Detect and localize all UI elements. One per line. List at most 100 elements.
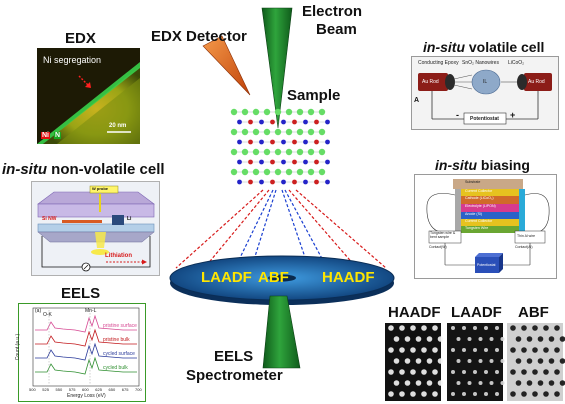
bias-right-end: Contact(Al): [515, 245, 533, 249]
lattice-atom: [307, 108, 315, 116]
edx-map-image: [37, 48, 140, 144]
stem-atom-column: [521, 391, 527, 397]
stem-atom-column: [388, 325, 394, 331]
eels-ylabel: Count (a.u.): [15, 333, 22, 361]
lattice-atom: [296, 128, 304, 136]
lattice-atom: [263, 148, 271, 156]
stem-atom-column: [537, 380, 544, 386]
stem-atom-column: [437, 358, 444, 364]
detector-disk-hole: [268, 274, 296, 282]
lattice-atom: [318, 148, 326, 156]
haadf-disk-label: HAADF: [322, 269, 375, 286]
stem-atom-column: [495, 392, 499, 396]
stem-atom-column: [489, 337, 494, 341]
eels-trace-3: [35, 342, 137, 361]
stem-atom-column: [554, 369, 560, 375]
stem-atom-column: [426, 336, 433, 342]
stem-atom-column: [543, 391, 549, 397]
lattice-atom: [252, 108, 260, 116]
stem-atom-column: [515, 380, 522, 386]
lattice-atom: [296, 148, 304, 156]
lattice-atom: [274, 128, 282, 136]
stem-atom-column: [456, 381, 461, 385]
lattice-atom: [292, 119, 297, 125]
stem-atom-column: [484, 370, 488, 374]
lattice-atom: [292, 139, 297, 145]
lattice-atom: [281, 179, 286, 185]
lattice-atom: [325, 159, 330, 165]
stem-atom-column: [421, 391, 427, 397]
stem-atom-column: [467, 381, 472, 385]
lattice-atom: [259, 139, 264, 145]
eels-trace-label-4: cycled bulk: [103, 365, 128, 371]
bias-right-box: Thin Al wire: [517, 234, 536, 238]
stem-atom-column: [456, 359, 461, 363]
non-volatile-panel: W probe Si NW Li Lithiation: [31, 181, 160, 276]
stem-label-abf: ABF: [518, 304, 549, 321]
stem-atom-column: [421, 347, 427, 353]
edx-legend-n: N: [54, 132, 62, 139]
stem-atom-column: [495, 326, 499, 330]
lattice-atom: [303, 179, 308, 185]
stem-tile: [385, 323, 441, 401]
non-volatile-diagram: [32, 182, 159, 275]
eels-title: EELS: [61, 285, 101, 302]
lattice-atom: [270, 139, 275, 145]
lattice-atom: [252, 168, 260, 176]
lattice-atom: [318, 168, 326, 176]
stem-atom-column: [393, 336, 400, 342]
lattice-atom: [318, 108, 326, 116]
vc-minus: -: [456, 110, 459, 120]
stem-atom-column: [554, 391, 560, 397]
eels-trace-2: [35, 328, 137, 347]
eels-panel: (a) O-K Mn-L pristine surface pristine b…: [15, 303, 146, 402]
stem-atom-column: [437, 336, 444, 342]
lattice-atom: [259, 179, 264, 185]
stem-atom-column: [526, 336, 533, 342]
lattice-atom: [241, 148, 249, 156]
bias-layer-label: Current Collector: [465, 219, 493, 223]
eels-peak-o: O-K: [43, 312, 52, 318]
stem-atom-column: [473, 392, 477, 396]
lattice-atom: [270, 179, 275, 185]
lattice-atom: [248, 159, 253, 165]
bias-left-end: Contact(W): [429, 245, 447, 249]
vc-rod-right: Au Rod: [528, 79, 545, 85]
lattice-atom: [259, 159, 264, 165]
stem-atom-column: [399, 347, 405, 353]
non-volatile-title-insitu: in-situ: [2, 161, 47, 178]
stem-atom-column: [510, 369, 516, 375]
lattice-atom: [307, 128, 315, 136]
eels-spectrometer-cone: [262, 295, 301, 369]
lattice-atom: [252, 128, 260, 136]
vc-plus: +: [510, 110, 516, 120]
lattice-atom: [230, 128, 238, 136]
bias-layer-label: Tungsten Wire: [465, 226, 489, 230]
stem-atom-column: [456, 337, 461, 341]
stem-atom-column: [526, 380, 533, 386]
stem-atom-column: [473, 326, 477, 330]
stem-atom-column: [500, 359, 505, 363]
stem-atom-column: [415, 380, 422, 386]
stem-atom-column: [543, 369, 549, 375]
volatile-title-insitu: in-situ: [423, 39, 465, 55]
lattice-atom: [318, 128, 326, 136]
eels-xtick: 575: [68, 387, 76, 392]
lattice-atom: [285, 108, 293, 116]
stem-atom-column: [451, 326, 455, 330]
stem-atom-column: [526, 358, 533, 364]
lattice-atom: [303, 139, 308, 145]
stem-atom-column: [521, 325, 527, 331]
non-volatile-title-rest: non-volatile cell: [51, 161, 165, 178]
lattice-atom: [296, 108, 304, 116]
lattice-atom: [292, 159, 297, 165]
vc-epoxy: Conducting Epoxy: [418, 60, 459, 66]
stem-atom-column: [404, 380, 411, 386]
eels-tag: (a): [35, 308, 42, 314]
stem-atom-column: [473, 370, 477, 374]
stem-atom-column: [388, 347, 394, 353]
stem-atom-column: [451, 348, 455, 352]
stem-atom-column: [500, 381, 505, 385]
electron-beam-cone: [261, 7, 293, 129]
